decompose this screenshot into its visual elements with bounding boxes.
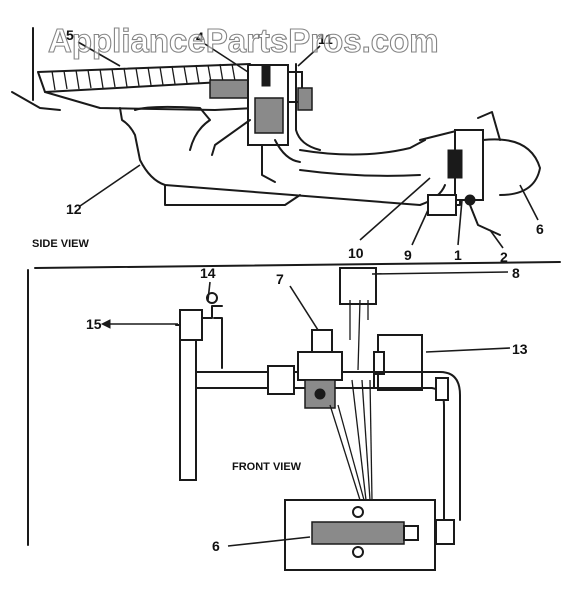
leader-9 [411,209,429,246]
callout-8: 8 [512,265,520,281]
side-view: SIDE VIEW [11,27,561,546]
leader-2 [489,229,504,249]
manifold-pipe-left [195,371,277,389]
gas-regulator-valve [297,329,343,409]
pilot-knob [206,292,218,304]
leader-7 [289,285,319,331]
venturi-mid [299,169,421,177]
pilot-valve-assembly [209,63,321,183]
leader-4 [204,43,249,73]
leader-6-front [227,536,311,547]
pilot-tube [213,317,223,369]
leader-1 [457,199,463,246]
callout-5: 5 [66,27,74,43]
burner-top-plate [44,91,256,111]
supply-elbow-outer [373,371,461,521]
callout-9: 9 [404,247,412,263]
callout-13: 13 [512,341,528,357]
callout-1: 1 [454,247,462,263]
watermark: AppliancePartsPros.com [48,22,439,59]
leader-14 [207,281,211,301]
callout-6-front: 6 [212,538,220,554]
callout-6-side: 6 [536,221,544,237]
callout-15: 15 [86,316,102,332]
callout-4: 4 [196,29,204,45]
wall-edge [11,91,61,111]
burner-base [164,184,301,206]
limit-switch-box [339,267,377,305]
leader-5 [77,41,121,67]
leader-8 [371,271,509,275]
control-module [377,334,423,391]
front-view-label: FRONT VIEW [232,461,302,473]
control-wires [329,379,373,501]
callout-11: 11 [318,31,333,47]
callout-7: 7 [276,271,284,287]
pilot-stem [201,305,223,319]
union-fitting [267,365,295,395]
callout-14: 14 [200,265,216,281]
leader-12 [79,164,141,207]
leader-13 [425,347,511,353]
callout-12: 12 [66,201,82,217]
leader-lines [77,41,539,547]
callout-2: 2 [500,249,508,265]
side-view-label: SIDE VIEW [32,238,89,250]
pilot-cock [179,309,203,341]
burner-tube [311,521,405,545]
leader-10 [359,177,431,241]
leader-11 [297,45,321,67]
venturi-top [299,139,426,156]
leader-6-side [519,184,539,221]
view-separator [34,261,561,269]
front-view: FRONT VIEW [175,267,461,571]
burner-grate [37,63,259,93]
burner-bowl-inner [134,105,211,151]
burner-orifice-assembly [419,111,541,236]
callout-10: 10 [348,245,364,261]
gas-supply-pipe [179,339,197,481]
callout-numbers: 5 4 11 12 10 9 1 2 6 14 15 7 8 13 6 [66,27,544,554]
